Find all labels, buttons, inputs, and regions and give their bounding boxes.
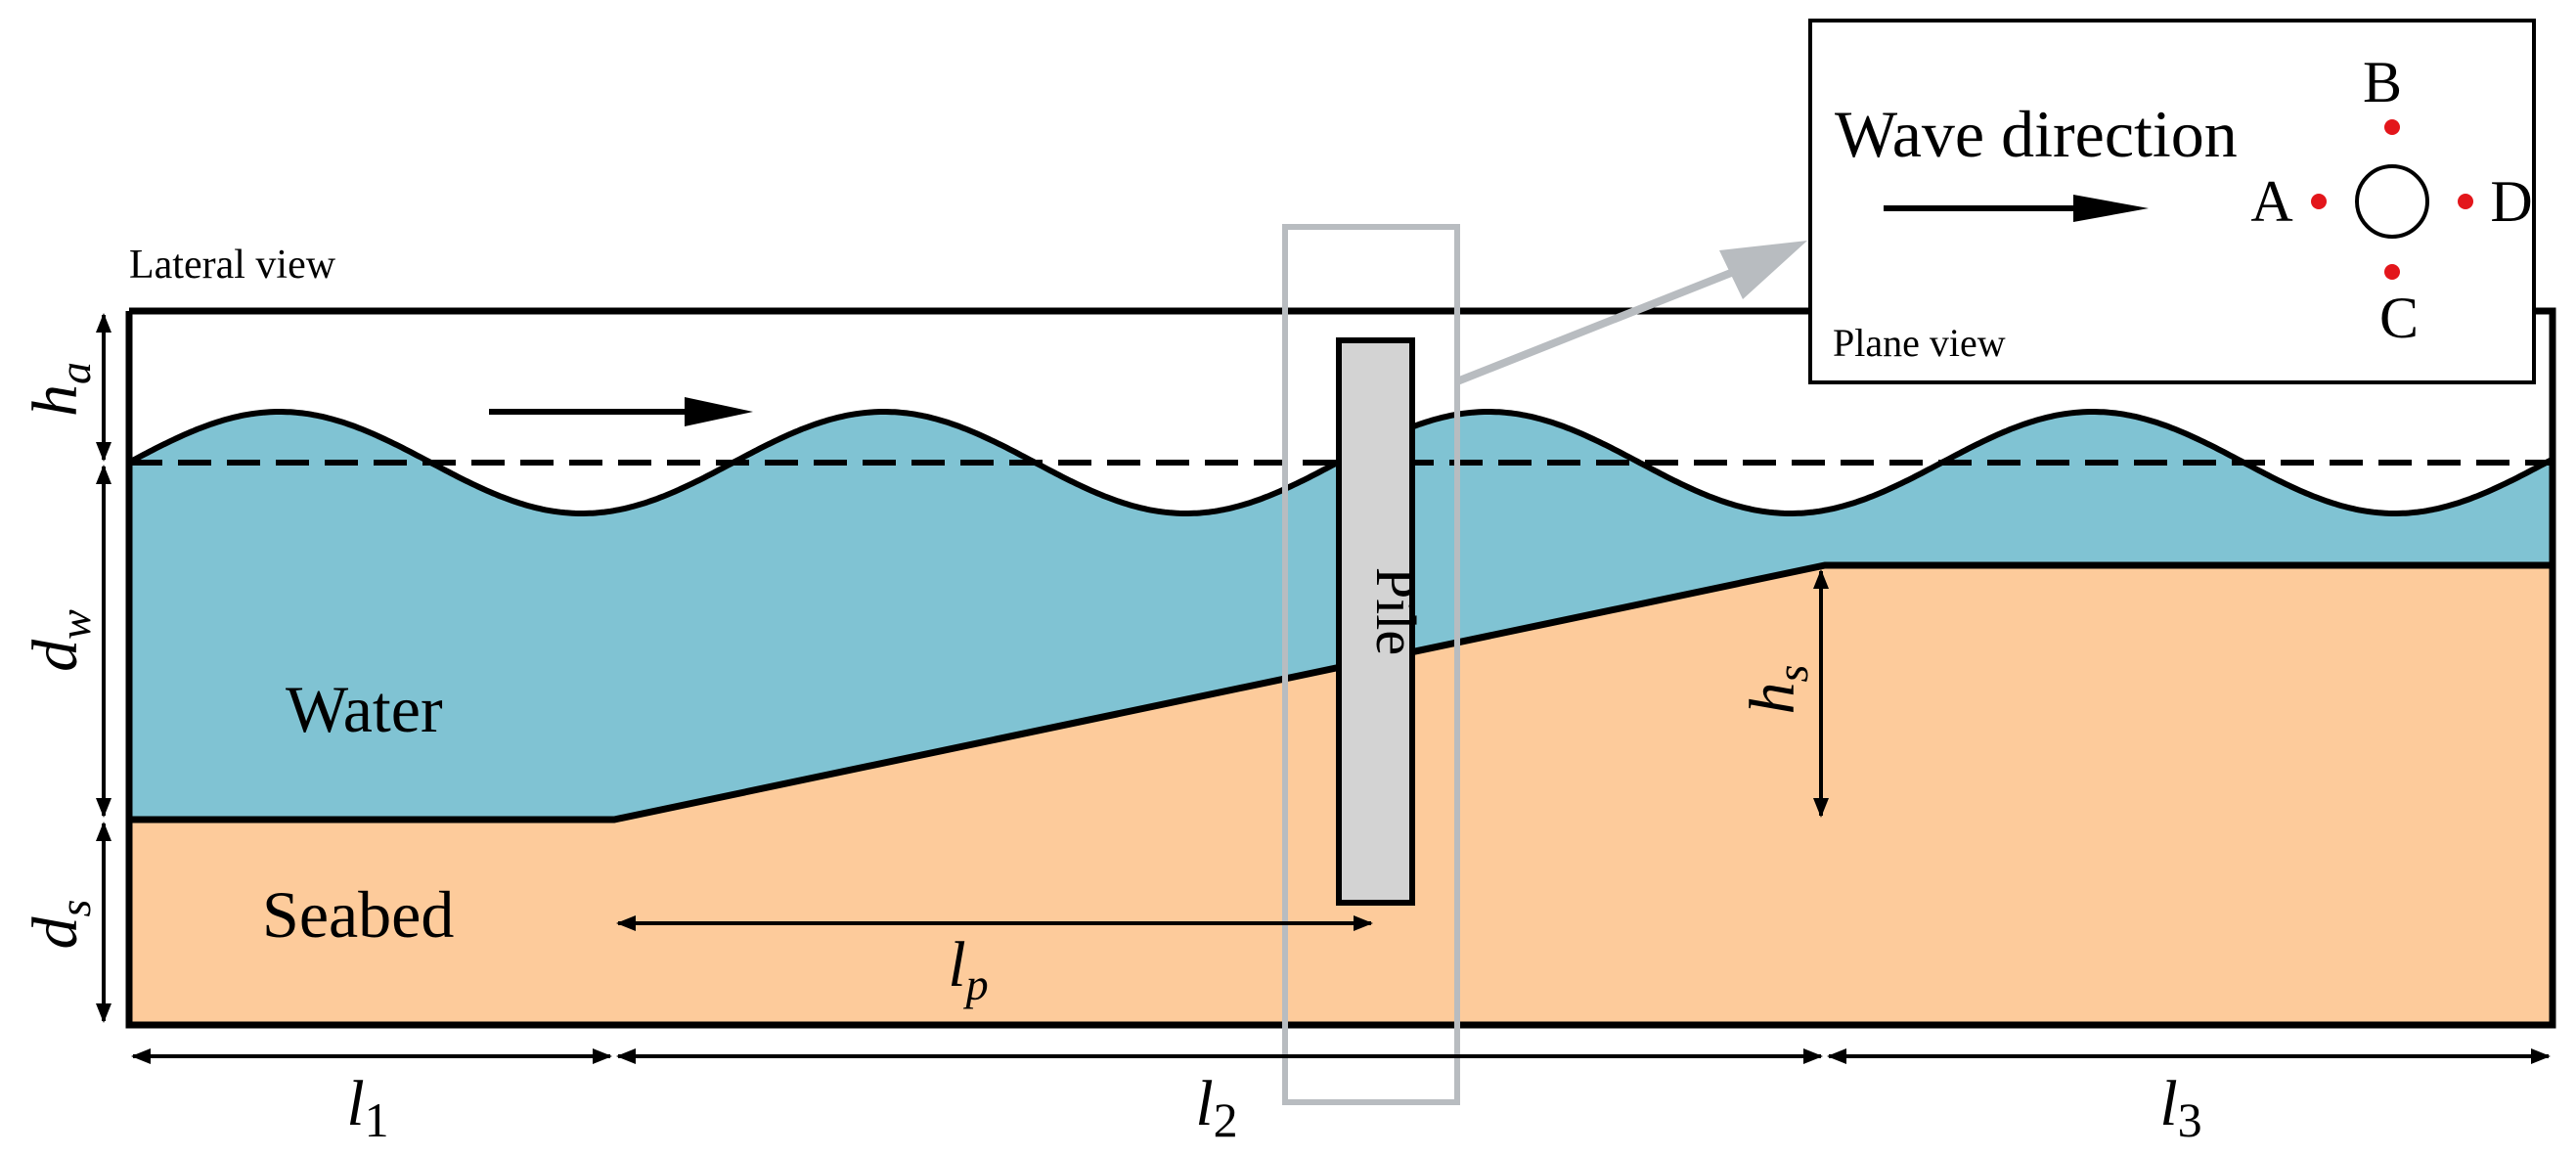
point-b-label: B	[2363, 50, 2402, 114]
zoom-pointer-arrow	[1455, 241, 1807, 385]
seabed-profile-line	[129, 561, 2553, 823]
water-label: Water	[286, 672, 443, 746]
l-1-symbol: l1	[346, 1068, 388, 1147]
tank-frame	[125, 307, 2556, 1029]
right-arrow-icon	[1884, 195, 2149, 222]
circle-icon	[2355, 164, 2429, 239]
point-d-label: D	[2490, 169, 2532, 234]
point-a-label: A	[2250, 169, 2292, 234]
h-s-symbol: hs	[1737, 665, 1817, 715]
measure-point-a-dot	[2311, 194, 2327, 209]
wave-direction-label: Wave direction	[1835, 97, 2238, 171]
measure-point-d-dot	[2458, 194, 2473, 209]
d-s-symbol: ds	[20, 900, 100, 950]
measure-point-b-dot	[2384, 119, 2400, 135]
l-p-symbol: lp	[948, 929, 988, 1009]
d-w-symbol: dw	[20, 609, 100, 672]
pile-label: Pile	[1364, 567, 1428, 655]
l-2-symbol: l2	[1195, 1068, 1237, 1147]
plane-view-label: Plane view	[1833, 321, 2006, 365]
pile	[1336, 337, 1415, 906]
l-3-symbol: l3	[2159, 1068, 2201, 1147]
lateral-view-label: Lateral view	[129, 243, 336, 288]
pile-highlight-box	[1282, 224, 1460, 1105]
measure-point-c-dot	[2384, 264, 2400, 280]
seabed-label: Seabed	[262, 877, 454, 952]
right-arrow-icon	[489, 397, 753, 426]
point-c-label: C	[2379, 286, 2419, 350]
h-a-symbol: ha	[20, 362, 100, 417]
